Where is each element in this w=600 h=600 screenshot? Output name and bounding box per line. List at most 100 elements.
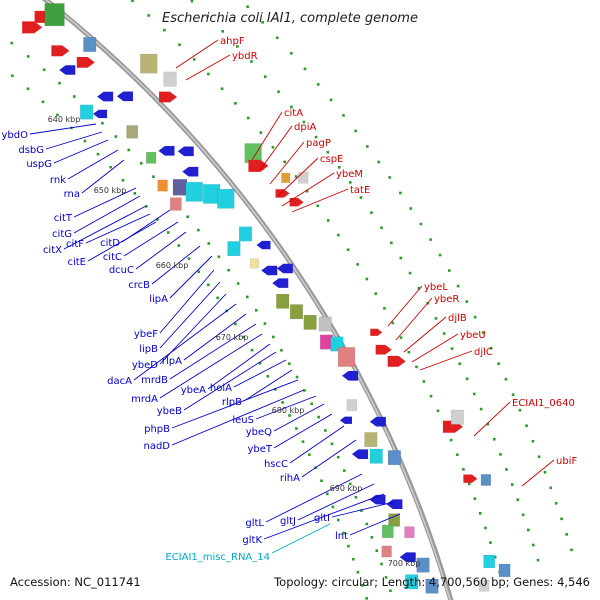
leader-line	[243, 369, 293, 402]
guide-dot	[408, 271, 412, 275]
leader-line	[73, 195, 141, 234]
guide-dot	[234, 322, 237, 326]
gene-arrow	[370, 328, 383, 336]
guide-dot	[354, 129, 357, 133]
gene-arrow	[272, 278, 289, 288]
gene-block	[346, 399, 357, 411]
gene-arrow	[159, 91, 178, 103]
kbp-mark-label: 690 kbp	[330, 484, 363, 493]
kbp-mark-label: 660 kbp	[156, 261, 189, 270]
gene-block	[381, 545, 392, 558]
guide-dot	[246, 5, 249, 9]
leader-line	[273, 403, 325, 432]
leader-line	[133, 303, 237, 381]
gene-label: citG	[52, 229, 72, 240]
guide-dot	[492, 437, 496, 441]
guide-dot	[261, 21, 264, 24]
guide-dot	[342, 531, 345, 535]
guide-dot	[324, 429, 327, 432]
gene-arrow	[93, 109, 108, 119]
gene-block	[80, 104, 94, 120]
guide-dot	[456, 284, 460, 288]
gene-label: citD	[100, 238, 120, 249]
guide-dot	[531, 439, 535, 443]
gene-arrow	[182, 166, 199, 177]
gene-label: rlpA	[162, 356, 182, 367]
gene-arrow	[386, 499, 403, 509]
guide-dot	[360, 509, 363, 512]
guide-dot	[281, 401, 284, 404]
guide-dot	[370, 211, 373, 214]
gene-label: holA	[210, 383, 232, 394]
gene-block	[227, 241, 241, 257]
guide-dot	[11, 74, 14, 78]
guide-dot	[272, 335, 275, 339]
kbp-mark-label: 670 kbp	[216, 333, 249, 342]
guide-dot	[380, 226, 383, 230]
gene-block	[478, 579, 490, 592]
gene-block	[425, 578, 439, 594]
guide-dot	[521, 513, 525, 517]
guide-dot	[250, 348, 254, 352]
guide-dot	[479, 407, 483, 411]
gene-block	[404, 526, 415, 539]
guide-dot	[489, 541, 492, 544]
gene-block	[169, 197, 182, 211]
leader-line	[277, 157, 319, 197]
gene-arrow	[116, 91, 133, 102]
guide-dot	[207, 72, 210, 76]
gene-label: rnk	[50, 175, 66, 186]
guide-dot	[121, 178, 125, 182]
guide-dot	[499, 453, 502, 456]
gene-label: mrdB	[141, 375, 168, 386]
guide-dot	[294, 175, 298, 178]
guide-dot	[417, 286, 421, 290]
leader-line	[265, 473, 363, 523]
guide-dot	[391, 321, 395, 325]
gene-arrow	[22, 21, 43, 34]
guide-dot	[83, 139, 87, 143]
guide-dot	[275, 36, 279, 40]
gene-arrow	[59, 65, 76, 75]
leader-line	[171, 389, 305, 446]
gene-label: citT	[54, 213, 73, 224]
guide-dot	[365, 277, 369, 281]
gene-block	[244, 143, 262, 163]
leader-line	[123, 221, 179, 257]
guide-dot	[277, 90, 280, 94]
gene-block	[185, 181, 203, 202]
gene-label: citF	[66, 239, 84, 250]
guide-dot	[109, 165, 112, 169]
guide-dot	[473, 315, 477, 319]
guide-dot	[192, 58, 196, 61]
leader-line	[281, 172, 335, 207]
leader-line	[29, 123, 97, 135]
guide-dot	[370, 536, 374, 539]
guide-dot	[187, 257, 191, 260]
guide-dot	[290, 52, 293, 55]
guide-dot	[549, 486, 553, 490]
gene-arrow	[97, 91, 114, 102]
gene-block	[381, 524, 394, 539]
guide-dot	[316, 83, 320, 86]
guide-dot	[310, 402, 313, 406]
guide-dot	[481, 331, 485, 334]
guide-dot	[271, 145, 275, 149]
guide-dot	[436, 409, 440, 413]
leader-line	[183, 313, 247, 361]
guide-dot	[131, 0, 134, 3]
guide-dot	[465, 300, 469, 303]
gene-block	[44, 3, 65, 27]
gene-arrow	[275, 189, 290, 198]
guide-dot	[295, 427, 298, 430]
guide-dot	[361, 584, 364, 587]
guide-dot	[263, 75, 267, 78]
guide-dot	[389, 589, 392, 593]
gene-block	[146, 151, 157, 164]
guide-dot	[510, 483, 514, 486]
guide-dot	[365, 522, 369, 526]
gene-label: dpiA	[294, 122, 316, 133]
gene-block	[337, 347, 356, 367]
